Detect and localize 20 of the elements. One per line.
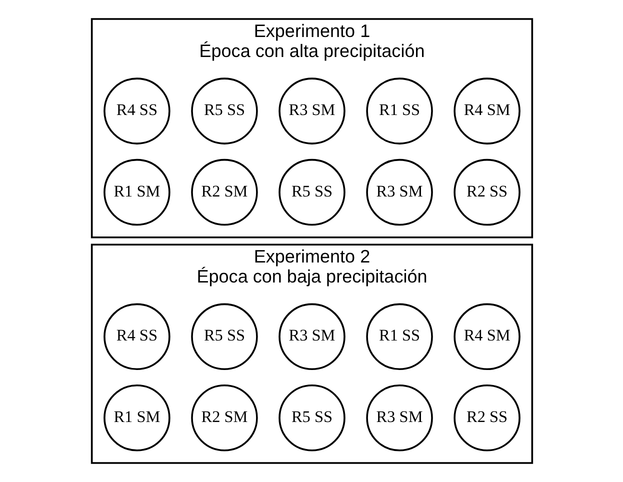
- node-circle: R1 SS: [366, 303, 432, 370]
- node-circle: R4 SS: [103, 78, 170, 144]
- node-circle: R1 SS: [366, 78, 432, 144]
- node-circle: R3 SM: [366, 384, 432, 452]
- node-circle: R2 SM: [190, 158, 258, 226]
- node-circle: R3 SM: [278, 78, 345, 144]
- node-circle: R4 SM: [453, 303, 520, 370]
- node-circle: R2 SS: [453, 158, 520, 226]
- node-circle: R5 SS: [278, 384, 345, 452]
- node-circle: R3 SM: [366, 158, 432, 226]
- node-circle: R2 SM: [190, 384, 258, 452]
- node-circle: R1 SM: [103, 158, 170, 226]
- node-circle: R5 SS: [190, 303, 258, 370]
- node-circle: R5 SS: [278, 158, 345, 226]
- node-circle: R2 SS: [453, 384, 520, 452]
- node-circle: R4 SS: [103, 303, 170, 370]
- node-circle: R3 SM: [278, 303, 345, 370]
- node-circle: R5 SS: [190, 78, 258, 144]
- node-circle: R1 SM: [103, 384, 170, 452]
- node-circle: R4 SM: [453, 78, 520, 144]
